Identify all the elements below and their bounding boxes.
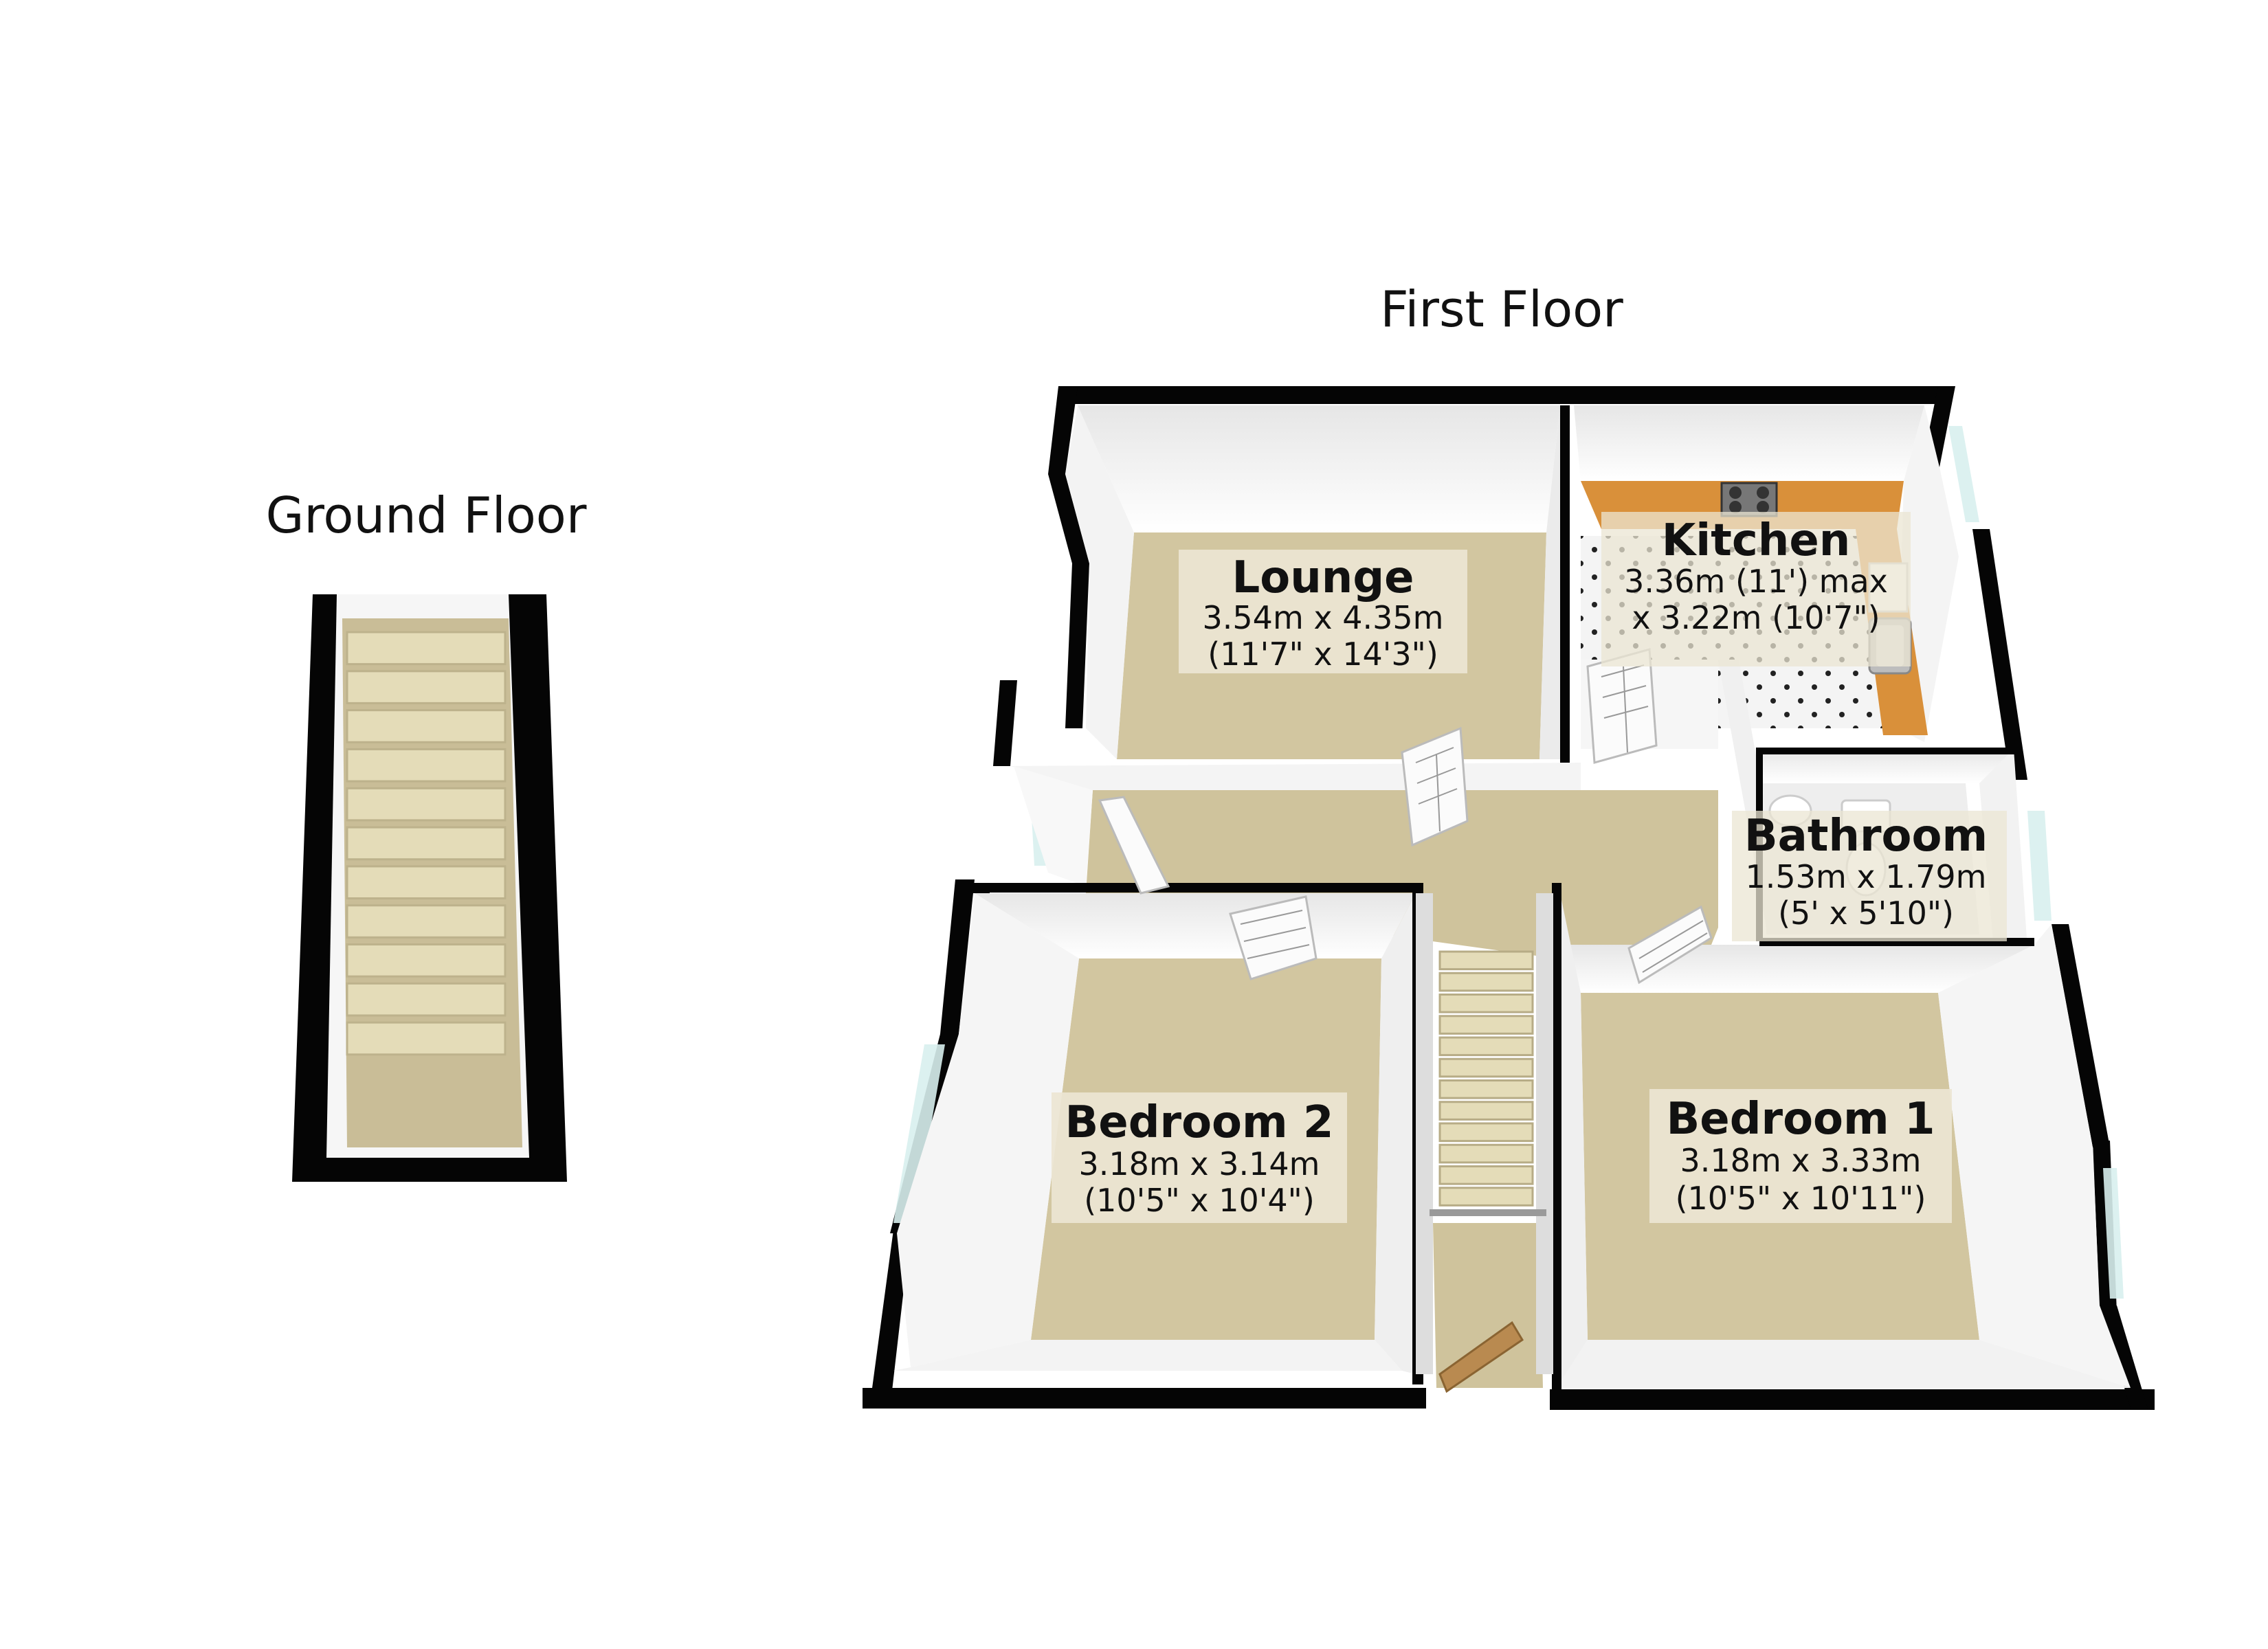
ground-floor-title: Ground Floor (266, 486, 587, 544)
door-icon (1627, 905, 1713, 985)
room-name: Lounge (1232, 552, 1414, 603)
room-dimensions: (10'5" x 10'11") (1676, 1180, 1926, 1217)
stair-tread (346, 1021, 507, 1056)
stair-tread (346, 904, 507, 939)
stair-tread (1438, 1143, 1534, 1164)
stair-tread (1438, 1057, 1534, 1078)
stair-tread (1438, 950, 1534, 971)
room-name: Bedroom 1 (1667, 1094, 1935, 1145)
stair-tread (346, 943, 507, 978)
room-dimensions: (10'5" x 10'4") (1084, 1182, 1315, 1219)
room-dimensions: 3.18m x 3.14m (1079, 1145, 1320, 1182)
door-icon (1401, 726, 1469, 847)
first-floor-title: First Floor (1380, 280, 1623, 338)
stair-tread (346, 826, 507, 861)
room-dimensions: x 3.22m (10'7") (1632, 599, 1880, 636)
room-label-bedroom2: Bedroom 2 3.18m x 3.14m (10'5" x 10'4") (1052, 1092, 1347, 1223)
stair-tread (1438, 1036, 1534, 1057)
landing-floor (1433, 1223, 1543, 1388)
stair-tread (1438, 1165, 1534, 1185)
stair-tread (346, 748, 507, 783)
room-dimensions: 3.54m x 4.35m (1203, 599, 1444, 636)
stair-tread (346, 787, 507, 822)
room-label-bathroom: Bathroom 1.53m x 1.79m (5' x 5'10") (1732, 811, 2007, 941)
ground-floor: Ground Floor (266, 486, 587, 1182)
room-dimensions: 1.53m x 1.79m (1746, 858, 1987, 895)
first-floor: First Floor (863, 280, 2155, 1410)
stairs-icon (1438, 950, 1534, 1207)
hob-icon (1720, 482, 1778, 517)
stair-tread (346, 670, 507, 704)
room-label-lounge: Lounge 3.54m x 4.35m (11'7" x 14'3") (1179, 550, 1467, 673)
stairs-icon (346, 631, 507, 1056)
room-name: Kitchen (1662, 515, 1851, 566)
stair-banister (1430, 1209, 1546, 1216)
stair-tread (346, 982, 507, 1017)
stair-tread (346, 865, 507, 899)
room-name: Bathroom (1744, 811, 1988, 862)
door-icon (1229, 895, 1318, 980)
room-dimensions: 3.18m x 3.33m (1680, 1142, 1922, 1179)
stair-tread (1438, 1187, 1534, 1207)
stair-tread (346, 631, 507, 666)
room-label-kitchen: Kitchen 3.36m (11') max x 3.22m (10'7") (1601, 512, 1911, 666)
room-dimensions: 3.36m (11') max (1624, 563, 1888, 600)
stair-tread (1438, 972, 1534, 992)
door-icon (1438, 1321, 1524, 1393)
stair-tread (1438, 1101, 1534, 1121)
room-name: Bedroom 2 (1065, 1097, 1334, 1148)
stair-tread (1438, 1122, 1534, 1143)
room-label-bedroom1: Bedroom 1 3.18m x 3.33m (10'5" x 10'11") (1649, 1089, 1952, 1223)
room-dimensions: (11'7" x 14'3") (1208, 636, 1438, 673)
stair-tread (1438, 1015, 1534, 1035)
stair-tread (1438, 1079, 1534, 1099)
stair-tread (1438, 994, 1534, 1013)
door-icon (1098, 796, 1170, 895)
stair-tread (346, 709, 507, 743)
room-dimensions: (5' x 5'10") (1778, 895, 1954, 932)
